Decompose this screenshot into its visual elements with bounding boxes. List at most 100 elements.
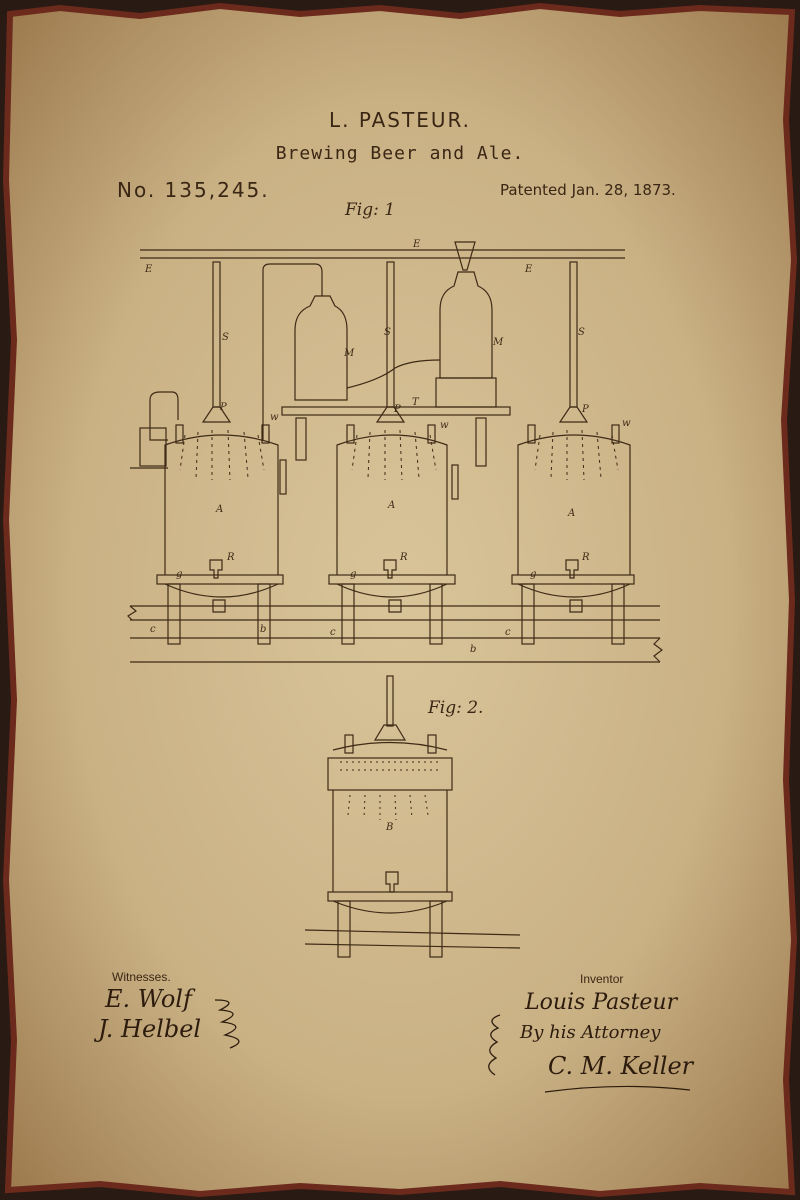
letter-w: w: [440, 420, 449, 431]
dome-right: [517, 583, 631, 598]
vent: [346, 424, 355, 444]
fig2-pipe: [386, 675, 394, 727]
witnesses-label: Witnesses.: [112, 970, 171, 984]
letter-r: R: [399, 552, 408, 563]
fig-letters: E E E A A A R R R M M T P P P S S S b b …: [144, 239, 631, 833]
attorney-signature: C. M. Keller: [548, 1052, 694, 1080]
hoop-left: [156, 574, 284, 585]
inventor-signature: Louis Pasteur: [525, 990, 678, 1015]
fig2-drawing: [304, 675, 521, 958]
rail-break: [127, 605, 138, 621]
vessel-m-left: [294, 295, 348, 401]
attorney-line: By his Attorney: [520, 1022, 661, 1043]
drain-cock: [212, 599, 226, 613]
fig2-leg: [429, 900, 443, 958]
letter-r: R: [581, 552, 590, 563]
leg: [257, 583, 271, 645]
inventor-flourish: [488, 1014, 501, 1076]
letter-m: M: [492, 337, 504, 348]
letter-t: T: [412, 397, 420, 408]
cock-middle: [383, 559, 397, 579]
fig2-leg: [337, 900, 351, 958]
letter-g: g: [530, 569, 536, 580]
letter-g: g: [350, 569, 356, 580]
leg: [167, 583, 181, 645]
fig2-collar: [327, 757, 453, 791]
patent-inventor-name: L. PASTEUR.: [328, 108, 472, 132]
letter-w: w: [622, 418, 631, 429]
cock-right: [565, 559, 579, 579]
attorney-underline: [544, 1085, 691, 1093]
siphon-tube: [346, 359, 441, 389]
vessel-stand: [435, 377, 497, 408]
letter-p: P: [393, 404, 401, 415]
witness-signature-2: J. Helbel: [98, 1015, 202, 1043]
letter-p: P: [581, 404, 589, 415]
hoop-right: [511, 574, 635, 585]
dome-left: [164, 583, 279, 598]
fig2-spray: [340, 761, 440, 821]
letter-e: E: [524, 264, 533, 275]
side-box: [139, 427, 167, 467]
witness-flourish: [214, 999, 240, 1049]
drain-cock: [569, 599, 583, 613]
vessel-m-right: [439, 271, 493, 379]
shelf-t: [281, 406, 511, 416]
patent-date: Patented Jan. 28, 1873.: [500, 181, 676, 199]
gooseneck-pipe: [262, 263, 323, 440]
fig2-vent: [427, 734, 437, 754]
fig2-vent: [344, 734, 354, 754]
vat-a-left: [164, 434, 279, 575]
letter-a: A: [567, 508, 575, 519]
fig1-label: Fig: 1: [345, 200, 396, 220]
letter-r: R: [226, 552, 235, 563]
gauge-tube: [279, 459, 287, 495]
letter-s: S: [384, 327, 391, 338]
rose-left: [201, 406, 232, 423]
patent-number: No. 135,245.: [117, 178, 270, 202]
vent: [175, 424, 184, 444]
fig2-rail: [304, 943, 521, 949]
fig2-rose: [373, 724, 407, 741]
letter-b: b: [260, 624, 266, 635]
vent: [611, 424, 620, 444]
fig2-label: Fig: 2.: [428, 698, 484, 718]
leg: [611, 583, 625, 645]
letter-c: c: [150, 624, 156, 635]
letter-e: E: [144, 264, 153, 275]
letter-s: S: [578, 327, 585, 338]
shelf-tube-right: [475, 417, 487, 467]
spray-lines: [179, 429, 619, 481]
gauge-tube: [451, 464, 459, 500]
side-pipe: [149, 391, 179, 441]
letter-e: E: [412, 239, 421, 250]
leg: [521, 583, 535, 645]
drain-cock: [388, 599, 402, 613]
fig2-dome: [332, 900, 448, 914]
letter-b-vat: B: [385, 822, 393, 833]
letter-a: A: [215, 504, 223, 515]
fig2-rail: [304, 929, 521, 936]
witness-signature-1: E. Wolf: [105, 985, 192, 1013]
dome-middle: [336, 583, 448, 598]
letter-c: c: [330, 627, 336, 638]
vent: [261, 424, 270, 444]
shelf-tube-left: [295, 417, 307, 461]
funnel: [454, 241, 476, 271]
vent: [527, 424, 536, 444]
cock-left: [209, 559, 223, 579]
letter-b: b: [470, 644, 476, 655]
vat-a-middle: [336, 434, 448, 575]
rose-right: [558, 406, 589, 423]
vat-a-right: [517, 434, 631, 575]
inventor-label: Inventor: [580, 972, 624, 986]
letter-a: A: [387, 500, 395, 511]
letter-s: S: [222, 332, 229, 343]
letter-c: c: [505, 627, 511, 638]
letter-m: M: [343, 348, 355, 359]
leg: [341, 583, 355, 645]
patent-title: Brewing Beer and Ale.: [275, 143, 525, 164]
letter-g: g: [176, 569, 182, 580]
